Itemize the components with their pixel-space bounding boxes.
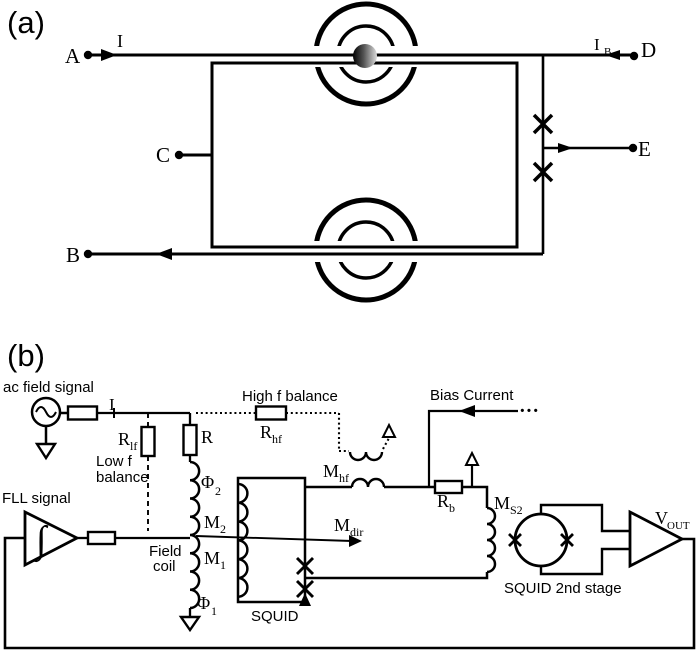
- terminal-e-label: E: [638, 137, 651, 161]
- current-i-label: I: [117, 31, 123, 51]
- vout-subscript: OUT: [667, 520, 690, 532]
- terminal-d-dot: [629, 51, 639, 61]
- bias-current-arrow-icon: [459, 405, 475, 417]
- panel-b-label: (b): [7, 338, 45, 373]
- squid-2nd-stage-icon: [513, 512, 569, 568]
- ground-icon-ac: [34, 442, 58, 461]
- squid2-junction-left-icon: [508, 533, 522, 547]
- toroid-top-core-dot: [353, 44, 377, 68]
- squid-2nd-stage-label: SQUID 2nd stage: [504, 580, 622, 597]
- ms2-subscript: S2: [510, 503, 523, 517]
- current-i-label-b: I: [109, 395, 115, 414]
- current-ib-label: I: [594, 35, 600, 54]
- panel-a-label: (a): [7, 5, 45, 40]
- m1-subscript: 1: [220, 558, 226, 572]
- m1-label: M: [204, 548, 220, 568]
- bias-current-dots: ···: [519, 400, 539, 422]
- terminal-e-dot: [628, 143, 638, 153]
- fll-resistor-box: [86, 530, 117, 546]
- sine-wave-icon: [35, 406, 57, 418]
- m2-label: M: [204, 512, 220, 532]
- squid-junction-upper-icon: [295, 556, 315, 576]
- fll-signal-label: FLL signal: [2, 490, 71, 507]
- terminal-c-dot: [174, 150, 184, 160]
- rb-label: R: [437, 491, 449, 511]
- balance-tap-arrow-icon: [381, 422, 397, 438]
- m2-subscript: 2: [220, 522, 226, 536]
- ground-icon-field-coil: [178, 615, 202, 633]
- mhf-series-coil-icon: [350, 477, 386, 488]
- field-coil-label-2: coil: [153, 558, 176, 575]
- josephson-junction-bottom-icon: [532, 161, 554, 183]
- mdir-label: M: [334, 515, 350, 535]
- toroid-bottom-wire-channel: [311, 241, 421, 262]
- low-f-balance-label-1: Low f: [96, 453, 133, 470]
- terminal-a-dot: [83, 50, 93, 60]
- squid2-junction-right-icon: [560, 533, 574, 547]
- rhf-subscript: hf: [272, 432, 282, 446]
- field-coil-icon: [189, 460, 201, 610]
- integrator-symbol: ∫: [34, 519, 49, 563]
- terminal-b-arrow-icon: [156, 248, 172, 260]
- squid-junction-lower-icon: [295, 579, 315, 599]
- high-f-balance-dotted-wire: [196, 411, 390, 453]
- output-amplifier-icon: [628, 509, 686, 569]
- resistor-rlf-box: [140, 425, 156, 458]
- readout-return-wire: [305, 572, 489, 580]
- mhf-coupling-coil-icon: [348, 451, 384, 462]
- terminal-b-label: B: [66, 243, 80, 267]
- mdir-arrow-line: [195, 535, 353, 542]
- current-ib-arrow-icon: [605, 50, 620, 60]
- resistor-rhf-box: [254, 405, 288, 421]
- ms2-input-coil-icon: [486, 506, 497, 574]
- phi2-label: Φ: [201, 472, 214, 492]
- terminal-e-arrow-icon: [558, 143, 573, 153]
- rhf-label: R: [260, 422, 272, 442]
- rlf-subscript: lf: [130, 439, 137, 453]
- terminal-a-label: A: [65, 44, 81, 68]
- bias-current-wire: [427, 409, 518, 487]
- wire-c-loop: [210, 61, 519, 249]
- high-f-balance-label: High f balance: [242, 388, 338, 405]
- ms2-label: M: [494, 493, 510, 513]
- phi1-label: Φ: [197, 593, 210, 613]
- r-label: R: [201, 427, 213, 447]
- mdir-subscript: dir: [350, 525, 363, 539]
- readout-wire-right: [462, 485, 489, 508]
- fll-amplifier-icon: [23, 509, 81, 568]
- squid-bias-arrow-icon: [299, 593, 311, 606]
- terminal-c-label: C: [156, 143, 170, 167]
- rb-subscript: b: [449, 501, 455, 515]
- josephson-junction-top-icon: [532, 113, 554, 135]
- rb-tap-arrow-icon: [464, 450, 480, 466]
- mdir-arrow-icon: [349, 535, 362, 547]
- field-coil-label-1: Field: [149, 543, 182, 560]
- squid2-bottom-lead: [539, 547, 630, 576]
- squid-input-coil-icon: [237, 482, 249, 599]
- phi2-subscript: 2: [215, 484, 221, 498]
- squid2-top-lead: [539, 503, 630, 533]
- mhf-subscript: hf: [339, 471, 349, 485]
- squid-label: SQUID: [251, 608, 299, 625]
- panel-a: (a) A I I B D E C B: [7, 1, 656, 303]
- current-ib-subscript: B: [604, 46, 611, 58]
- current-i-arrow-icon: [101, 49, 117, 61]
- panel-b: ∫ ···: [2, 338, 696, 650]
- mhf-label: M: [323, 461, 339, 481]
- low-f-balance-label-2: balance: [96, 469, 149, 486]
- terminal-d-label: D: [641, 38, 656, 62]
- bias-current-label: Bias Current: [430, 387, 514, 404]
- ac-field-signal-label: ac field signal: [3, 379, 94, 396]
- source-resistor-box: [66, 405, 99, 421]
- resistor-r-box: [182, 423, 198, 457]
- phi1-subscript: 1: [211, 604, 217, 618]
- vout-label: V: [655, 508, 668, 528]
- feedback-loop-wire: [3, 536, 696, 650]
- terminal-b-dot: [83, 249, 93, 259]
- rlf-label: R: [118, 429, 130, 449]
- ac-source-icon: [30, 396, 62, 428]
